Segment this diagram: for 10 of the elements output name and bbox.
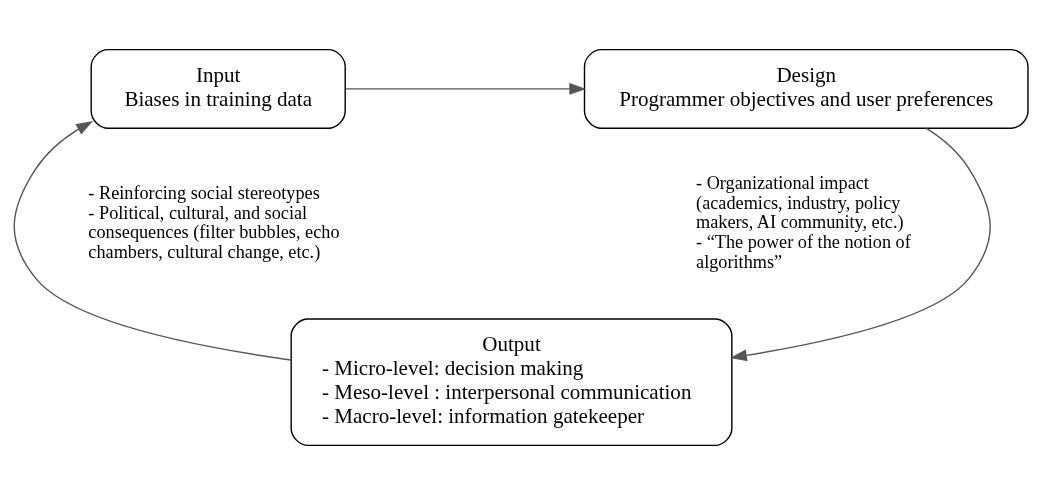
arrow [13,121,292,361]
node-box: Output - Micro-level: decision making - Meso-level : interpersonal communication - Macro-level: information gatekeeper [290,318,733,447]
node-box: Input Biases in training data [90,48,346,129]
arrow [730,127,991,362]
label: - Organizational impact (academics, industry, policy makers, AI community, etc.) [696,173,904,233]
label: - Political, cultural, and social consequences (filter bubbles, echo chambers, cultural change, etc.) [88,202,340,262]
label: - Reinforcing social stereotypes [88,182,320,203]
label: - “The power of the notion of algorithms” [696,232,911,272]
node-box: Design Programmer objectives and user preferences [583,48,1029,129]
arrow [345,83,587,95]
